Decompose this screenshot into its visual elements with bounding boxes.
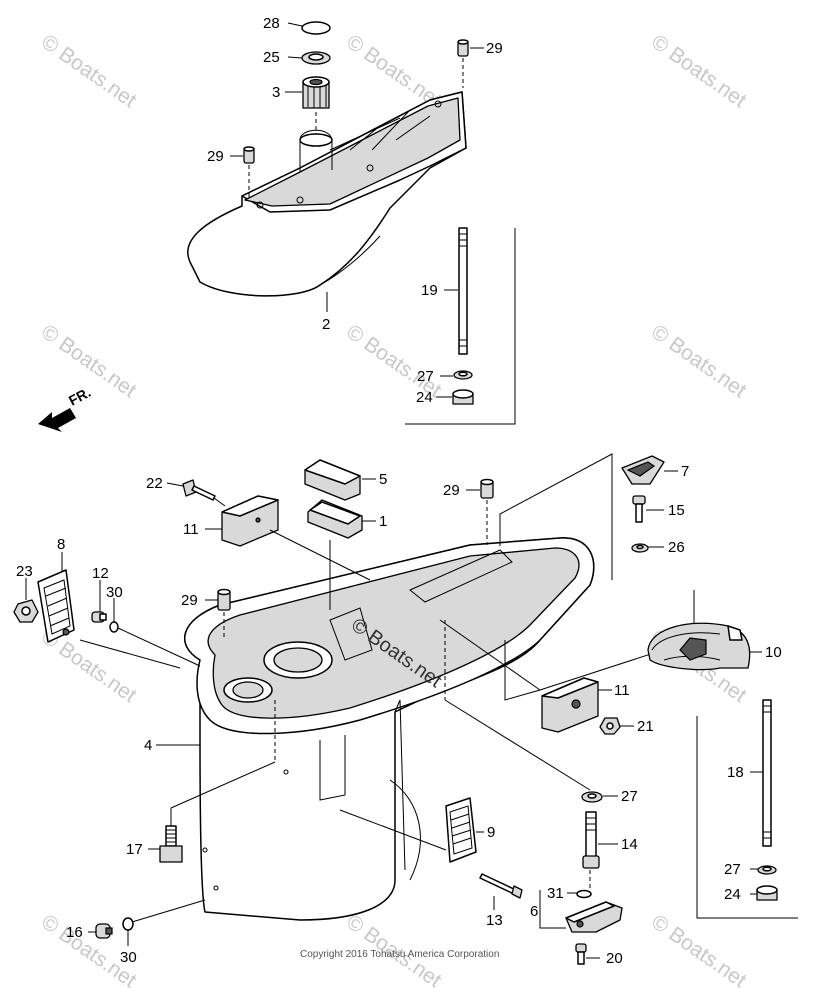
callout-20: 20 — [606, 950, 623, 967]
washer-upper — [453, 370, 473, 380]
callout-24-upper: 24 — [416, 389, 433, 406]
trim-cap — [621, 455, 665, 485]
circlip — [301, 21, 331, 35]
drain-plug-16 — [95, 923, 113, 939]
anode-block-right — [541, 677, 599, 733]
copyright-text: Copyright 2016 Tohatsu America Corporati… — [300, 949, 499, 960]
callout-labels: 28 25 3 29 29 2 19 27 24 22 5 1 11 29 7 … — [16, 15, 782, 967]
callout-11-left: 11 — [183, 521, 199, 538]
callout-29-left: 29 — [181, 592, 198, 609]
callout-27-upper: 27 — [417, 368, 434, 385]
callout-27-mid: 27 — [621, 788, 638, 805]
rubber-block-lower — [307, 499, 363, 539]
callout-29-top: 29 — [486, 40, 503, 57]
callout-10: 10 — [765, 644, 782, 661]
callout-16: 16 — [66, 924, 83, 941]
bolt-17 — [159, 825, 183, 863]
bracket-right-top — [499, 453, 613, 580]
trim-tab-6 — [565, 901, 623, 933]
callout-15: 15 — [668, 502, 685, 519]
nut-upper — [452, 389, 474, 405]
callout-1: 1 — [379, 513, 387, 530]
callout-9: 9 — [487, 824, 495, 841]
watermark-11: © Boats.net — [647, 910, 750, 988]
callout-3: 3 — [272, 84, 280, 101]
front-direction-arrow: FR. — [38, 384, 93, 432]
watermark-3: © Boats.net — [647, 30, 750, 112]
gasket-30-bottom — [122, 917, 134, 931]
callout-29-mid: 29 — [443, 482, 460, 499]
callout-18: 18 — [727, 764, 744, 781]
front-direction-label: FR. — [66, 384, 93, 409]
callout-8: 8 — [57, 536, 65, 553]
callout-30-bottom: 30 — [120, 949, 137, 966]
callout-19: 19 — [421, 282, 438, 299]
callout-2: 2 — [322, 316, 330, 333]
callout-21: 21 — [637, 718, 654, 735]
callout-26: 26 — [668, 539, 685, 556]
bracket-6 — [539, 890, 566, 929]
callout-28: 28 — [263, 15, 280, 32]
nut-23 — [13, 599, 39, 623]
bolt-13 — [479, 873, 523, 899]
water-strainer-right — [445, 797, 477, 863]
gear-case-housing — [183, 537, 595, 921]
callout-25: 25 — [263, 49, 280, 66]
callout-22: 22 — [146, 475, 163, 492]
callout-13: 13 — [486, 912, 503, 929]
callout-27-lower: 27 — [724, 861, 741, 878]
callout-23: 23 — [16, 563, 33, 580]
callout-24-lower: 24 — [724, 886, 741, 903]
nut-21 — [599, 717, 621, 735]
trim-tab-anode — [647, 622, 751, 671]
bracket-lower-right — [696, 716, 798, 919]
watermark-6: © Boats.net — [647, 320, 750, 402]
stud-bolt-lower — [762, 699, 772, 847]
callout-30-top: 30 — [106, 584, 123, 601]
bolt-22 — [182, 479, 216, 501]
washer-27-lower — [757, 865, 777, 875]
washer-26 — [631, 543, 649, 553]
nut-24-lower — [756, 885, 778, 901]
callout-7: 7 — [681, 463, 689, 480]
gear-case-cover — [187, 91, 467, 297]
callout-6: 6 — [530, 903, 538, 920]
bracket-upper — [405, 228, 516, 425]
callout-12: 12 — [92, 565, 109, 582]
bolt-15 — [632, 495, 646, 523]
rubber-block-top — [304, 459, 361, 501]
callout-14: 14 — [621, 836, 638, 853]
anode-block-left — [221, 495, 279, 547]
leader-lines — [25, 22, 763, 959]
gasket-30-top — [109, 621, 119, 633]
dowel-pin-mid — [480, 478, 494, 499]
dowel-pin-top-right — [457, 39, 469, 57]
dowel-pin-left — [217, 588, 231, 611]
bolt-14 — [582, 811, 600, 869]
callout-29-cover: 29 — [207, 148, 224, 165]
drain-plug-12 — [91, 611, 107, 623]
stud-bolt-upper — [458, 227, 468, 355]
callout-5: 5 — [379, 471, 387, 488]
bolt-20 — [575, 943, 587, 965]
callout-17: 17 — [126, 841, 143, 858]
callout-31: 31 — [547, 885, 564, 902]
callout-4: 4 — [144, 737, 152, 754]
watermark-1: © Boats.net — [37, 30, 140, 112]
washer-31 — [576, 889, 592, 899]
needle-bearing — [302, 76, 330, 109]
seal-washer — [301, 51, 331, 65]
washer-27-mid — [581, 791, 603, 803]
dowel-pin-top-left — [243, 146, 255, 164]
water-strainer-left — [37, 569, 75, 643]
callout-11-right: 11 — [614, 682, 630, 699]
